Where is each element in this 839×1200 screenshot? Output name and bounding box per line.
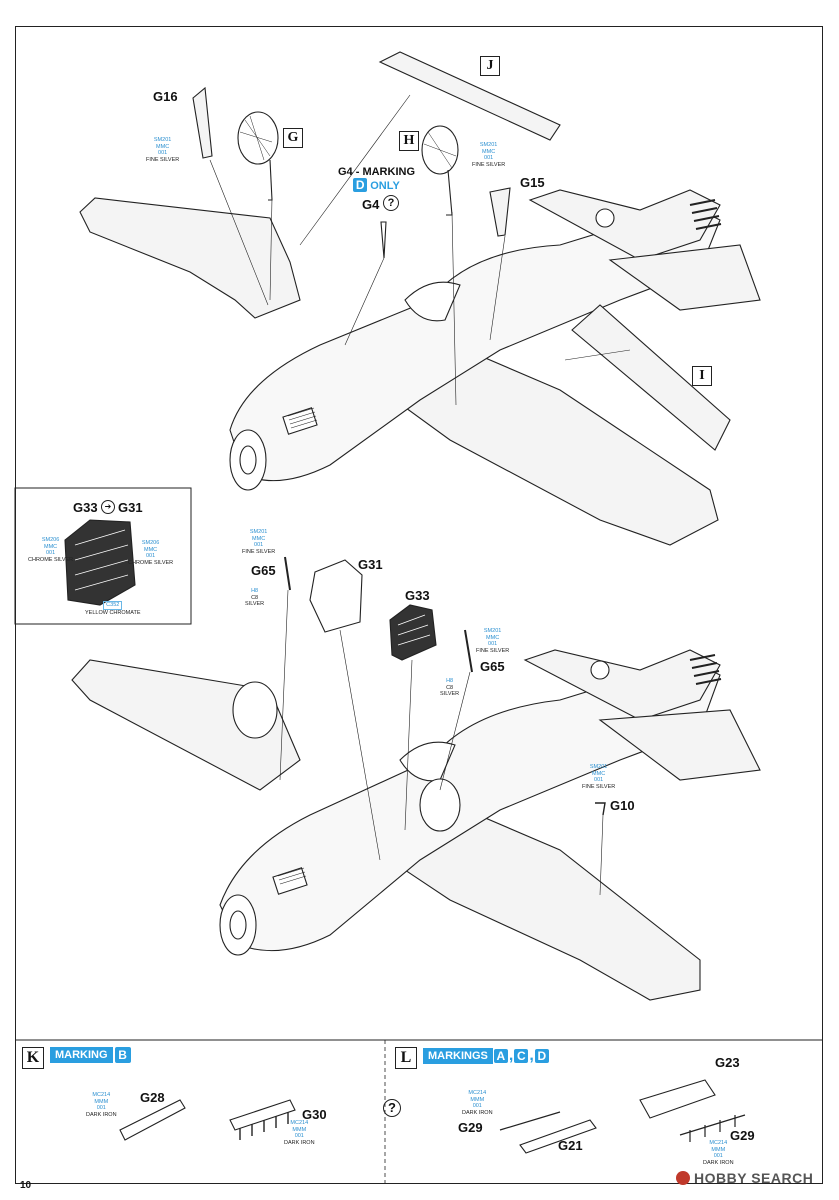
watermark-text: HOBBY SEARCH [694, 1170, 814, 1186]
part-g15-label: G15 [520, 175, 545, 190]
top-aircraft-drawing [79, 51, 761, 546]
paint-callout-g28: MC214 MMM 001 DARK IRON [86, 1092, 117, 1118]
part-g30-label: G30 [302, 1107, 327, 1122]
paint-callout-g10: SM201 MMC 001 FINE SILVER [582, 764, 616, 790]
part-g10-label: G10 [610, 798, 635, 813]
step-k-parts-drawing [119, 1099, 296, 1141]
step-k-marking-banner: MARKING B [50, 1047, 131, 1063]
inset-part-g31-label: G31 [118, 500, 143, 515]
part-g21-label: G21 [558, 1138, 583, 1153]
part-g65-right-label: G65 [480, 659, 505, 674]
g4-marking-suffix: ONLY [370, 180, 400, 192]
watermark-logo-icon [676, 1171, 690, 1185]
bottom-aircraft-drawing [71, 556, 761, 1001]
paint-callout-g33: SM201 MMC 001 FINE SILVER [476, 628, 510, 654]
step-l-box: L [395, 1047, 417, 1069]
page-number: 10 [20, 1180, 32, 1191]
g4-marking-note: G4 - MARKING D ONLY [338, 166, 415, 192]
inset-part-g33-label: G33 [73, 500, 98, 515]
part-g31-label: G31 [358, 557, 383, 572]
step-j-box: J [480, 56, 500, 76]
step-l-marking-d: D [534, 1049, 549, 1063]
paint-callout-g30: MC214 MMM 001 DARK IRON [284, 1120, 315, 1146]
paint-callout-g65-right: H8 C8 SILVER [440, 678, 460, 697]
g4-marking-letter: D [353, 178, 368, 192]
step-l-parts-drawing [499, 1079, 746, 1154]
step-l-marking-label: MARKINGS [423, 1048, 493, 1064]
paint-callout-g29-left: MC214 MMM 001 DARK IRON [462, 1090, 493, 1116]
part-g23-label: G23 [715, 1055, 740, 1070]
part-g4-label: G4 [362, 197, 380, 212]
step-g-box: G [283, 128, 303, 148]
paint-callout-g16: SM201 MMC 001 FINE SILVER [146, 137, 180, 163]
step-k-marking-label: MARKING [50, 1047, 113, 1063]
part-g16-label: G16 [153, 89, 178, 104]
arrow-circle-icon: ➔ [101, 500, 115, 514]
part-g65-left-label: G65 [251, 563, 276, 578]
paint-callout-g29-right: MC214 MMM 001 DARK IRON [703, 1140, 734, 1166]
step-l-sep-2: , [529, 1047, 534, 1064]
paint-callout-g65-bottom: H8 C8 SILVER [245, 588, 265, 607]
paint-callout-inset-a: SM206 MMC 001 CHROME SILVER [28, 537, 74, 563]
step-l-marking-a: A [493, 1049, 508, 1063]
step-h-box: H [399, 131, 419, 151]
part-g29-right-label: G29 [730, 1128, 755, 1143]
part-g28-label: G28 [140, 1090, 165, 1105]
part-g33-label: G33 [405, 588, 430, 603]
question-icon-step: ? [383, 1099, 401, 1117]
inset-door-drawing [64, 519, 136, 606]
step-l-marking-banner: MARKINGS A , C , D [423, 1047, 549, 1065]
g4-marking-prefix: G4 - MARKING [338, 166, 415, 178]
step-l-sep-1: , [508, 1047, 514, 1064]
paint-callout-g15: SM201 MMC 001 FINE SILVER [472, 142, 506, 168]
step-l-marking-c: C [514, 1049, 529, 1063]
question-icon-g4: ? [383, 195, 399, 211]
part-g29-left-label: G29 [458, 1120, 483, 1135]
step-k-box: K [22, 1047, 44, 1069]
paint-callout-g65-top: SM201 MMC 001 FINE SILVER [242, 529, 276, 555]
step-k-marking-letter: B [114, 1047, 131, 1063]
watermark: HOBBY SEARCH [676, 1170, 813, 1186]
paint-callout-inset-b: SM206 MMC 001 CHROME SILVER [128, 540, 174, 566]
step-i-box: I [692, 366, 712, 386]
paint-callout-inset-c: C352 YELLOW CHROMATE [85, 601, 141, 616]
